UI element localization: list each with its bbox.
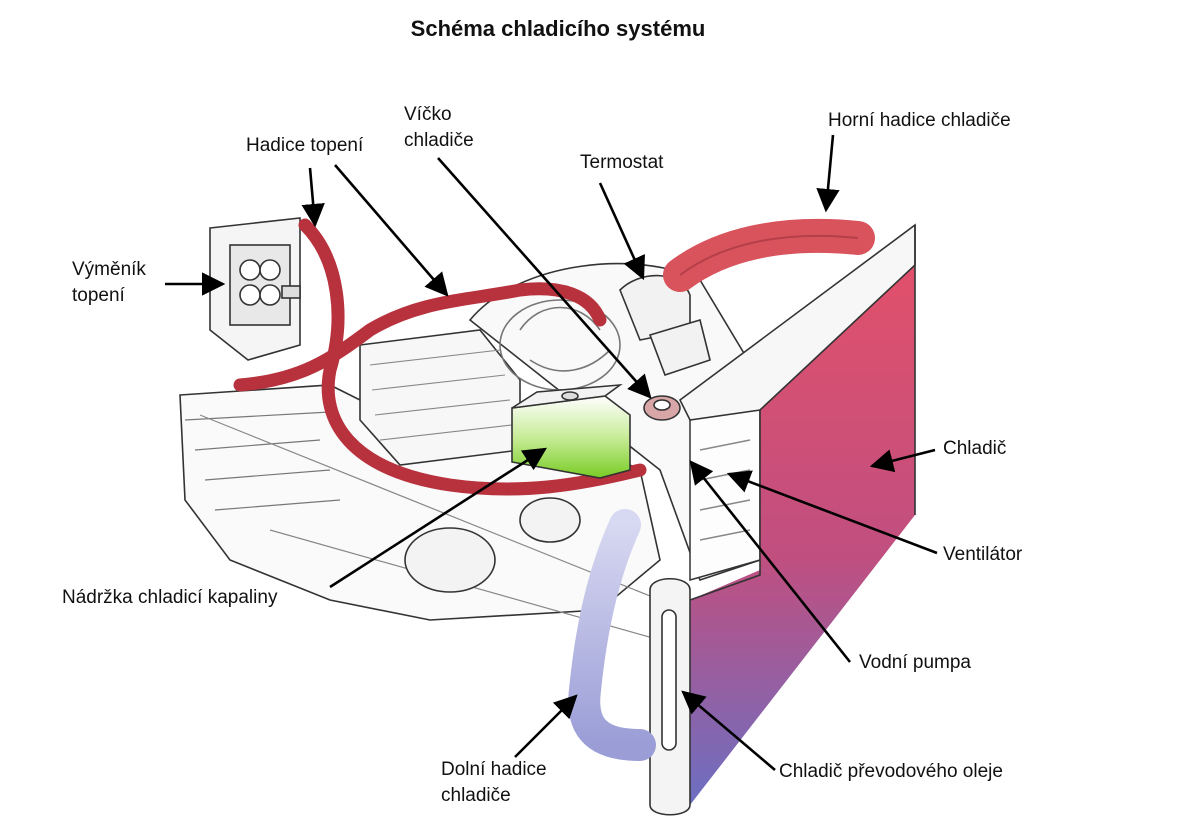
transmission-oil-cooler (649, 578, 691, 816)
label-heater-core-line1: Výměník (72, 259, 146, 280)
arrow-reservoir (329, 447, 547, 589)
label-radiator-cap-line1: Víčko (404, 104, 452, 125)
heater-core (209, 217, 301, 361)
label-coolant-reservoir: Nádržka chladicí kapaliny (62, 587, 278, 608)
thermostat-housing (619, 274, 711, 377)
fan (689, 399, 761, 581)
air-cleaner (359, 329, 521, 466)
arrow-radiator (869, 448, 936, 473)
lower-radiator-hose (568, 509, 656, 761)
arrow-water-pump (689, 460, 852, 663)
label-water-pump: Vodní pumpa (859, 652, 971, 673)
label-heater-core: Výměník topení (72, 257, 146, 309)
arrow-lower-hose (514, 694, 578, 758)
heater-hoses (233, 218, 647, 496)
label-thermostat: Termostat (580, 152, 664, 173)
arrow-upper-hose (816, 134, 840, 213)
label-heater-core-line2: topení (72, 285, 125, 306)
label-lower-hose-line2: chladiče (441, 785, 511, 806)
label-heater-hose: Hadice topení (246, 135, 364, 156)
radiator (678, 223, 916, 805)
arrow-fan (726, 470, 938, 555)
arrow-heater-hose-2 (334, 164, 449, 297)
label-transmission-oil-cooler: Chladič převodového oleje (779, 761, 1003, 782)
label-upper-radiator-hose: Horní hadice chladiče (828, 110, 1011, 131)
label-lower-hose-line1: Dolní hadice (441, 759, 547, 780)
label-radiator-cap: Víčko chladiče (404, 102, 474, 154)
diagram-title: Schéma chladicího systému (410, 16, 706, 41)
arrow-thermostat (598, 182, 645, 281)
arrow-radiator-cap (437, 157, 652, 399)
label-lower-radiator-hose: Dolní hadice chladiče (441, 757, 547, 809)
label-radiator: Chladič (943, 438, 1007, 459)
label-radiator-cap-line2: chladiče (404, 130, 474, 151)
arrow-oil-cooler (681, 690, 776, 771)
radiator-cap (643, 395, 681, 421)
arrow-heater-hose-1 (301, 167, 325, 228)
label-fan: Ventilátor (943, 544, 1023, 565)
pointer-arrows (165, 134, 938, 771)
upper-radiator-hose (663, 218, 875, 292)
